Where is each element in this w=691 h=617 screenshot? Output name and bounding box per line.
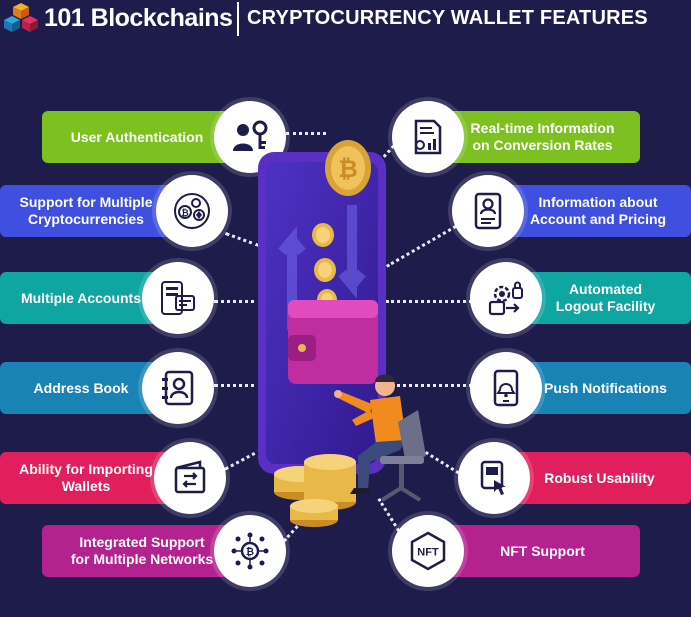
header-divider (237, 2, 239, 36)
feature-account-pricing: Information about Account and Pricing (505, 185, 691, 237)
feature-address-book: Address Book (0, 362, 162, 414)
feature-label: Multiple Accounts (20, 289, 142, 306)
feature-label: Robust Usability (544, 469, 655, 486)
profile-document-icon (474, 192, 502, 230)
wallet-icon (288, 300, 378, 384)
connector-push-notifications (392, 384, 472, 387)
logo-cubes-icon (4, 3, 38, 32)
badge-auto-logout (470, 262, 542, 334)
chair-icon (380, 410, 426, 502)
feature-nft-support: NFT Support (445, 525, 640, 577)
feature-label: Automated Logout Facility (555, 281, 656, 314)
phone-wallet-illustration: ₿ (258, 140, 426, 527)
badge-importing-wallets (154, 442, 226, 514)
badge-multi-networks: ₿ (214, 515, 286, 587)
badge-multi-accounts (142, 262, 214, 334)
feature-multi-accounts: Multiple Accounts (0, 272, 162, 324)
badge-nft-support: NFT (392, 515, 464, 587)
feature-importing-wallets: Ability for Importing Wallets (0, 452, 172, 504)
network-icon: ₿ (231, 532, 269, 570)
import-wallet-icon (174, 460, 206, 494)
feature-multi-networks: Integrated Support for Multiple Networks (42, 525, 242, 577)
badge-multi-crypto: ₿ (156, 175, 228, 247)
feature-multi-crypto: Support for Multiple Cryptocurrencies (0, 185, 172, 237)
feature-label: User Authentication (70, 128, 204, 145)
nft-badge-text: NFT (417, 547, 439, 559)
badge-address-book (142, 352, 214, 424)
badge-push-notifications (470, 352, 542, 424)
logout-gear-icon (488, 281, 523, 316)
report-chart-icon (414, 119, 442, 155)
address-book-icon (162, 370, 194, 406)
feature-label: NFT Support (500, 542, 585, 559)
feature-realtime-info: Real-time Information on Conversion Rate… (445, 111, 640, 163)
usability-icon (480, 460, 506, 495)
feature-label: Real-time Information on Conversion Rate… (470, 120, 615, 153)
crypto-coins-icon: ₿ (174, 193, 210, 229)
feature-label: Push Notifications (544, 379, 667, 396)
feature-label: Support for Multiple Cryptocurrencies (19, 194, 153, 227)
down-arrow-icon (338, 205, 366, 299)
connector-auto-logout (386, 300, 472, 303)
svg-text:₿: ₿ (338, 156, 358, 183)
svg-text:₿: ₿ (246, 546, 254, 558)
badge-robust-usability (458, 442, 530, 514)
connector-multi-accounts (214, 300, 262, 303)
multiple-accounts-icon (161, 281, 195, 315)
connector-address-book (214, 384, 262, 387)
connector-user-authentication (286, 132, 326, 135)
feature-label: Ability for Importing Wallets (19, 461, 153, 494)
coin-stack-icon (274, 454, 356, 527)
up-arrow-icon (278, 226, 306, 330)
feature-robust-usability: Robust Usability (508, 452, 691, 504)
feature-push-notifications: Push Notifications (520, 362, 691, 414)
phone-notification-icon (493, 369, 519, 407)
badge-realtime-info (392, 101, 464, 173)
badge-account-pricing (452, 175, 524, 247)
nft-icon: NFT (410, 531, 446, 571)
feature-label: Address Book (33, 379, 129, 396)
feature-label: Information about Account and Pricing (529, 194, 667, 227)
user-key-icon (233, 120, 268, 151)
svg-text:₿: ₿ (181, 208, 188, 218)
feature-auto-logout: Automated Logout Facility (520, 272, 691, 324)
header: 101 Blockchains CRYPTOCURRENCY WALLET FE… (0, 0, 691, 36)
page-title: CRYPTOCURRENCY WALLET FEATURES (247, 7, 648, 29)
feature-user-authentication: User Authentication (42, 111, 232, 163)
feature-label: Integrated Support for Multiple Networks (70, 534, 214, 567)
person-icon (334, 374, 406, 494)
brand-name: 101 Blockchains (44, 4, 233, 32)
